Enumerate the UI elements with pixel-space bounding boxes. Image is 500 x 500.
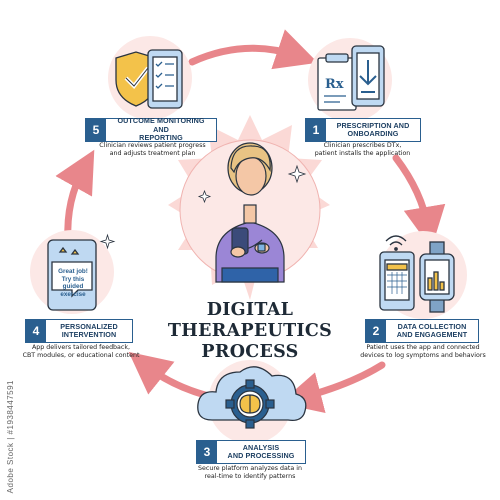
diagram-title: DIGITAL THERAPEUTICS PROCESS (167, 300, 333, 362)
arrow-3-to-4 (128, 351, 209, 399)
gear-brain-icon (225, 379, 275, 429)
sparkle-icon (197, 164, 307, 204)
step-number: 3 (197, 441, 217, 463)
step-number: 4 (26, 320, 46, 342)
shield-check-icon (115, 51, 157, 107)
arrow-1-to-2 (392, 154, 446, 249)
sparkle-icon (99, 233, 116, 250)
center-illustration (168, 115, 330, 300)
step1-illustration: Rx (308, 38, 392, 122)
phone-message-icon (47, 239, 97, 311)
step-number: 2 (366, 320, 386, 342)
download-phone-icon (351, 45, 385, 107)
step2-illustration (379, 231, 467, 319)
wifi-icon (385, 235, 407, 251)
arrow-5-to-1 (188, 29, 318, 70)
arrow-4-to-5 (55, 149, 95, 244)
arrow-2-to-3 (279, 361, 386, 414)
step-1-description: Clinician prescribes DTx,patient install… (314, 142, 411, 157)
step-number: 5 (86, 119, 106, 141)
step4-illustration (30, 230, 116, 314)
step5-illustration (108, 36, 192, 120)
woman-with-phone (215, 142, 285, 283)
stock-watermark: Adobe Stock | #1938447591 (6, 380, 15, 494)
smartwatch-chart-icon (419, 241, 455, 313)
step-number: 1 (306, 119, 326, 141)
prescription-label: Rx (325, 77, 344, 92)
calendar-app-icon (379, 251, 415, 311)
step3-illustration (197, 360, 307, 444)
checklist-phone-icon (147, 49, 183, 109)
step-4-description: App delivers tailored feedback,CBT modul… (22, 344, 140, 359)
prescription-icon: Rx (317, 53, 357, 111)
